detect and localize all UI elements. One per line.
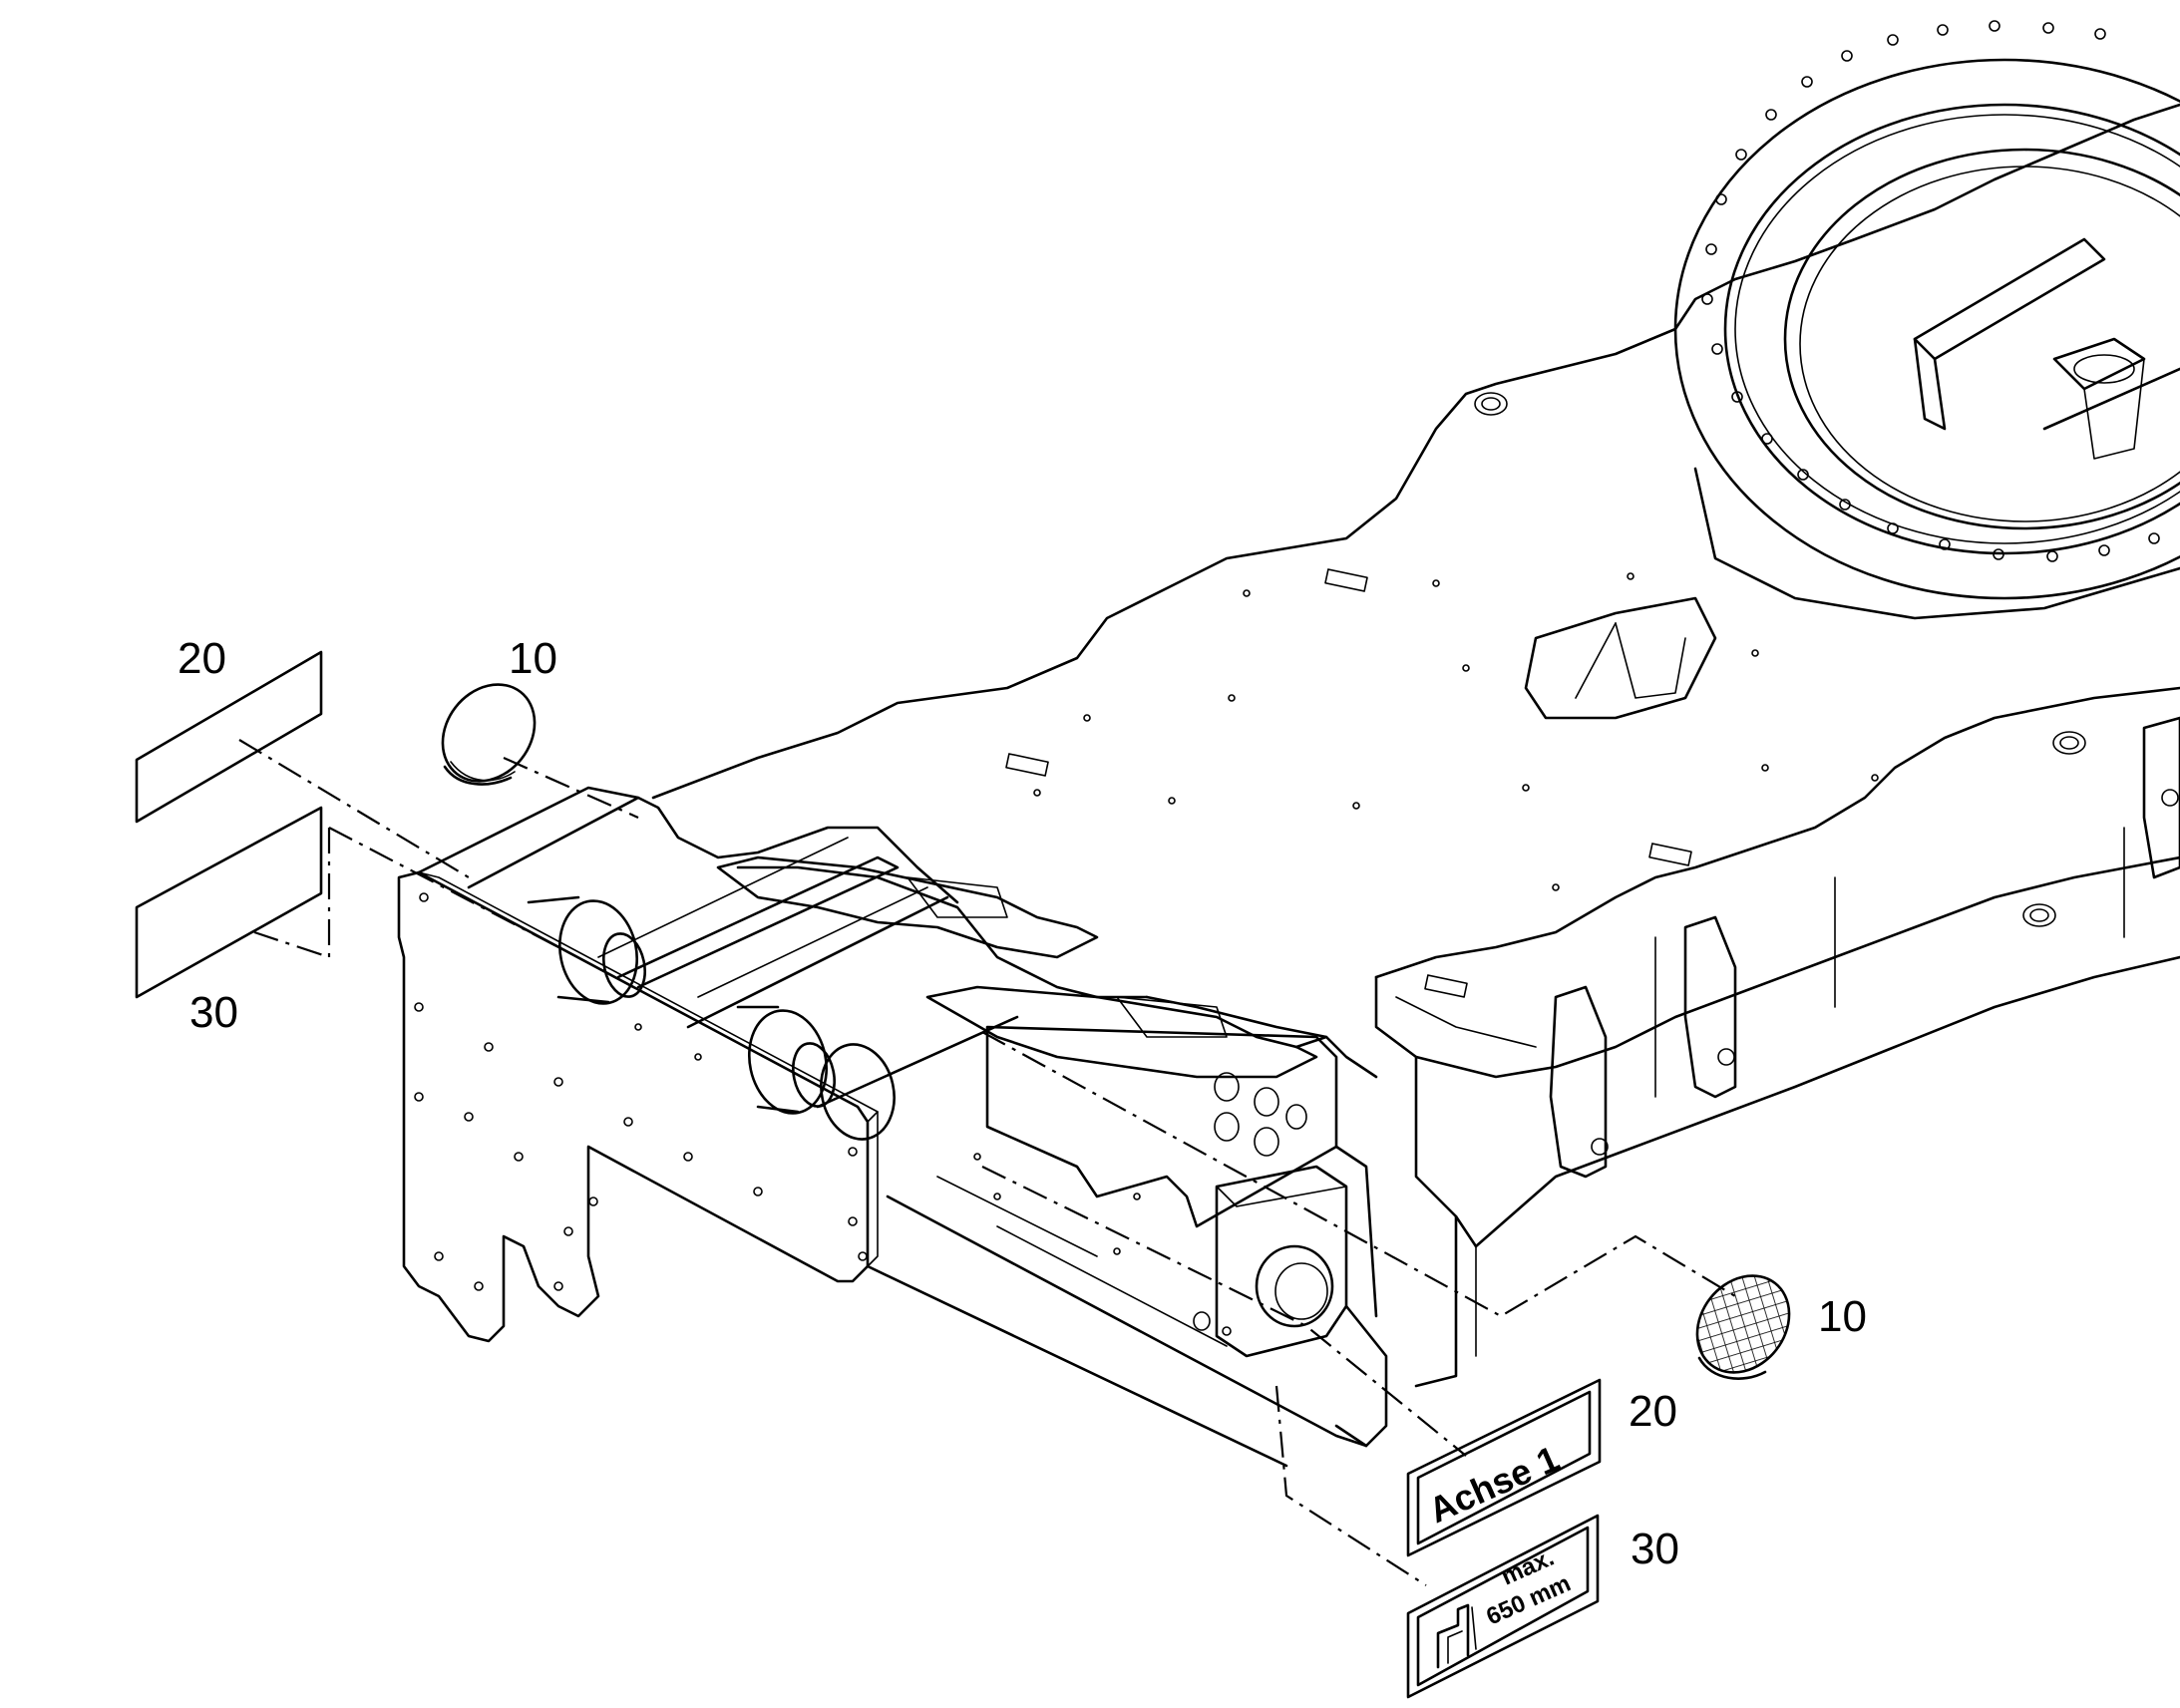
axle-upper-hollow-bracket [716,855,1099,959]
decal-achse-outline-left [135,650,323,824]
axle-front-end-plate [397,870,870,1343]
callout-decal-height-left: 30 [189,988,238,1037]
frame-brackets [1549,716,2180,1179]
frame-top-details [1005,392,2086,998]
callout-decal-height-right: 30 [1631,1525,1679,1573]
callout-labels: 10 20 30 10 20 30 [178,634,1867,1573]
chassis-frame [651,20,2180,1388]
decal-height-outline-left [135,806,323,999]
leader-lines [238,739,1736,1586]
slewing-ring-bolt-holes [1701,20,2160,562]
slewing-ring-outer [1673,58,2180,600]
end-plate-holes [414,892,868,1291]
callout-cap-left: 10 [509,634,557,683]
cap-plug-right[interactable] [1678,1257,1808,1391]
front-axle-assembly [397,786,1388,1468]
decal-achse-text: Achse 1 [1423,1438,1566,1532]
callout-decal-achse-left: 20 [178,634,226,683]
axle-lower-hollow-bracket [925,985,1318,1079]
callout-cap-right: 10 [1818,1292,1867,1341]
axle-side-plate [985,1025,1338,1228]
axle-pivot-block [1215,1165,1348,1358]
cap-plug-left [441,683,537,786]
frame-top-plate [651,103,2180,800]
callout-decal-achse-right: 20 [1629,1387,1677,1436]
height-pictogram-icon [1436,1603,1470,1669]
axle-bushings [527,895,896,1141]
